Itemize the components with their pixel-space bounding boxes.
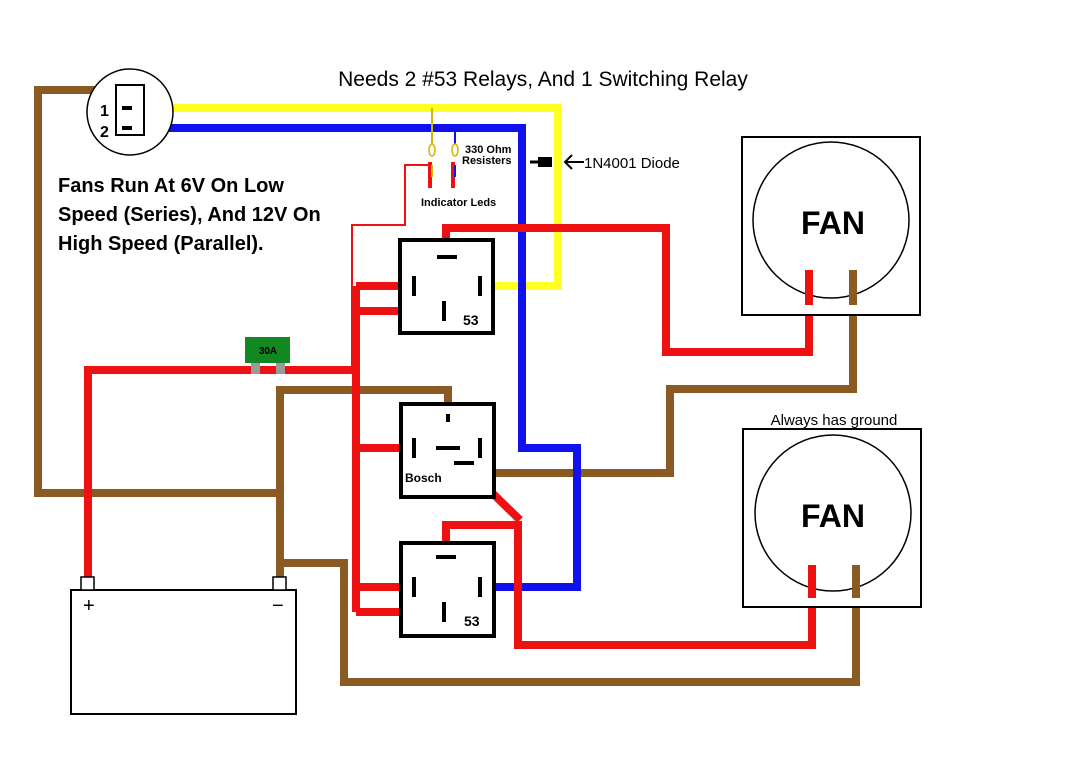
- fuse: 30A: [245, 337, 290, 374]
- led-red-icon: [428, 162, 432, 188]
- diode: 1N4001 Diode: [530, 154, 680, 172]
- relay-middle-label: Bosch: [405, 471, 442, 485]
- diode-label: 1N4001 Diode: [584, 155, 680, 172]
- fan-bottom: FAN: [742, 428, 922, 608]
- resistor-2-icon: [451, 143, 459, 157]
- fan-bottom-label: FAN: [801, 498, 865, 534]
- fuse-label: 30A: [259, 346, 277, 357]
- switch-pin-1-label: 1: [100, 103, 109, 120]
- relay-bottom-label: 53: [464, 613, 480, 629]
- led-label: Indicator Leds: [421, 197, 496, 209]
- resistor-label-line-1: 330 Ohm: [465, 144, 512, 156]
- battery-negative-terminal: [272, 576, 287, 591]
- fan-top-label: FAN: [801, 205, 865, 241]
- fan-bottom-icon: [754, 434, 912, 592]
- relay-bottom: 53: [399, 541, 496, 638]
- indicator-leds: 330 Ohm Resisters Indicator Leds: [421, 143, 512, 209]
- switch-pin-2-label: 2: [100, 124, 109, 141]
- fan-top-icon: [752, 141, 910, 299]
- fan-switch: 1 2: [86, 68, 174, 156]
- note-line-2: Speed (Series), And 12V On: [58, 204, 321, 226]
- diode-icon: [538, 157, 552, 167]
- fan-top: FAN: [741, 136, 921, 316]
- relay-top-label: 53: [463, 312, 479, 328]
- battery: + −: [70, 576, 297, 715]
- led-blue-icon: [451, 162, 455, 188]
- ground-wires: [34, 86, 860, 686]
- fuse-body: [245, 337, 290, 363]
- note-line-1: Fans Run At 6V On Low: [58, 175, 284, 197]
- resistor-1-icon: [428, 143, 436, 157]
- note-line-3: High Speed (Parallel).: [58, 233, 264, 255]
- battery-minus-label: −: [272, 595, 284, 617]
- ground-note: Always has ground: [771, 412, 898, 429]
- relay-middle: Bosch: [399, 402, 496, 499]
- resistor-label-line-2: Resisters: [462, 155, 512, 167]
- fan-leads: [805, 270, 860, 598]
- diagram-title: Needs 2 #53 Relays, And 1 Switching Rela…: [338, 68, 748, 91]
- switch-wire-blue: [130, 124, 581, 591]
- battery-positive-terminal: [80, 576, 95, 591]
- relay-top: 53: [398, 238, 495, 335]
- battery-plus-label: +: [83, 595, 95, 617]
